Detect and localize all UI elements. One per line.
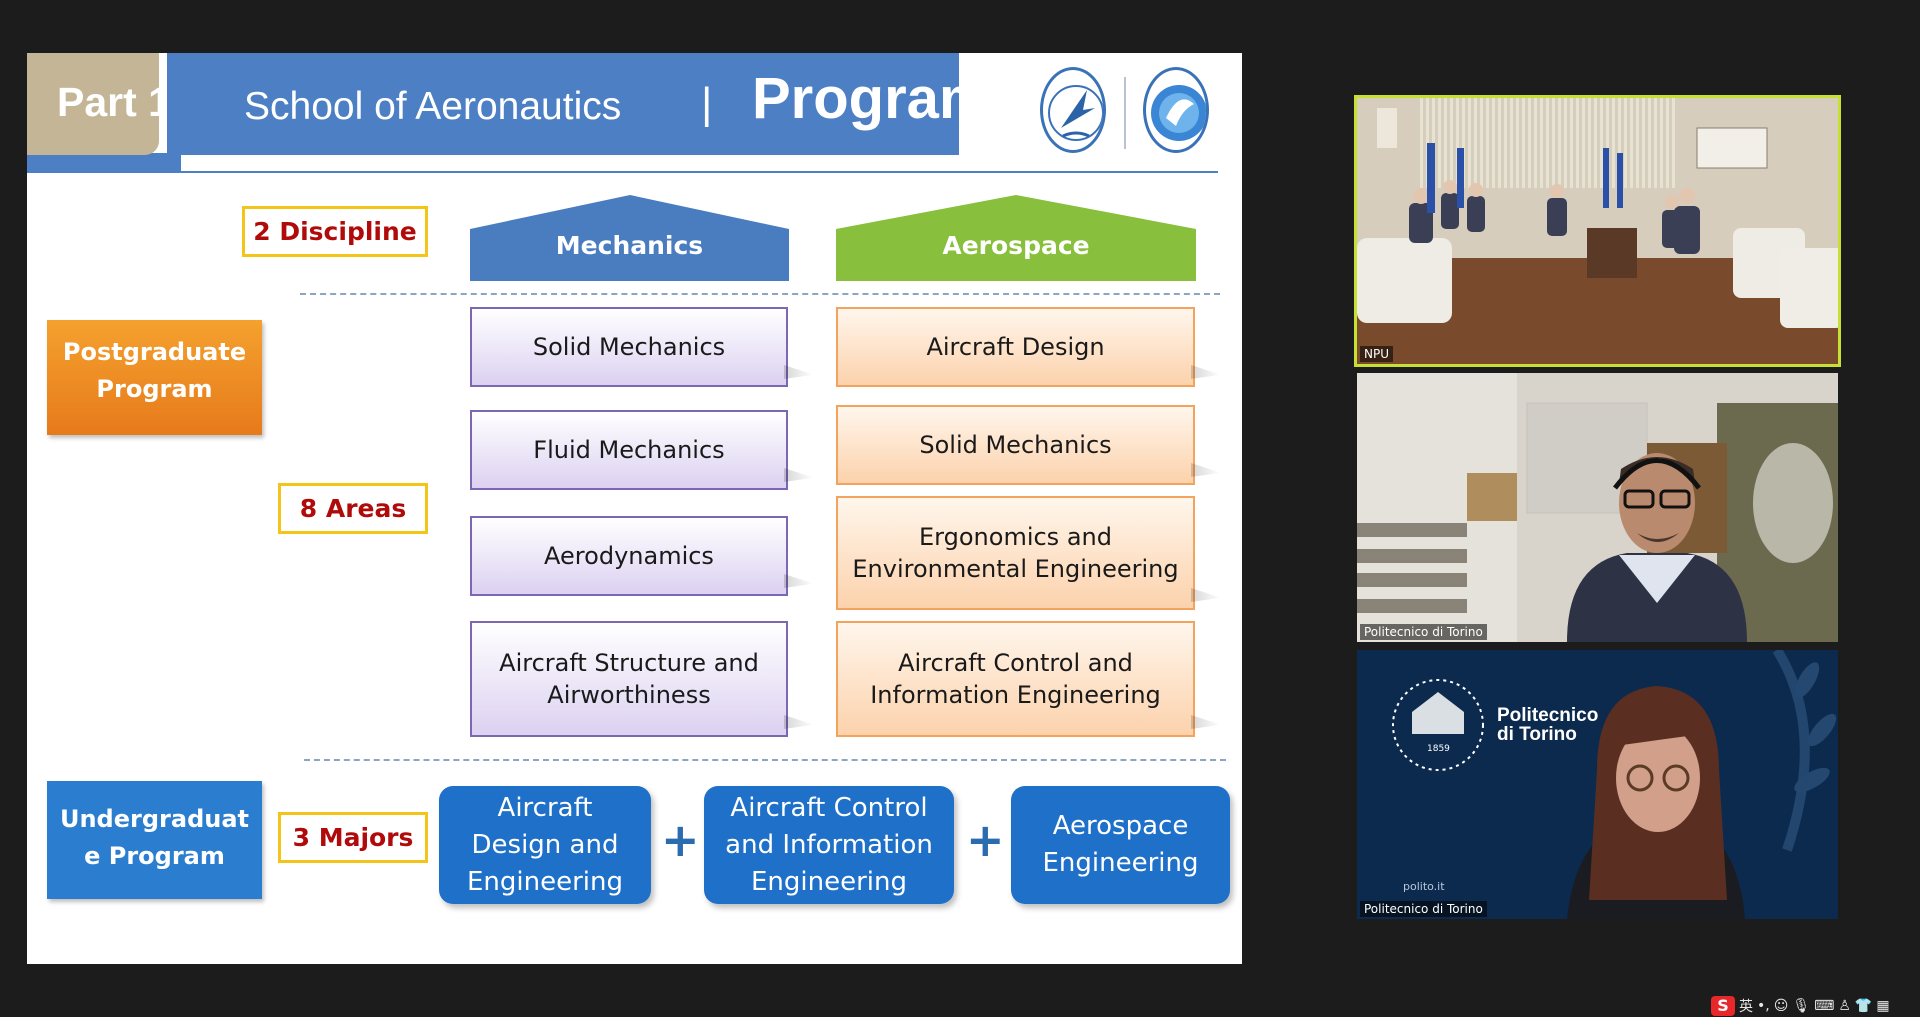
discipline-count-tag: 2 Discipline	[242, 206, 428, 257]
polito-brand-line-2: di Torino	[1497, 724, 1577, 745]
postgraduate-line-1: Postgraduate	[62, 338, 247, 366]
area-label-line-2: Airworthiness	[547, 681, 711, 709]
polito-brand-line-1: Politecnico	[1497, 705, 1599, 726]
video-tile-polito-1[interactable]: Politecnico di Torino	[1357, 373, 1838, 642]
user-icon[interactable]: ♙	[1838, 997, 1851, 1014]
area-label: Solid Mechanics	[919, 431, 1112, 459]
video-tile-npu[interactable]: NPU	[1354, 95, 1841, 367]
major-line-3: Engineering	[467, 866, 623, 897]
mechanics-discipline-label: Mechanics	[555, 231, 704, 260]
area-label: Aerodynamics	[544, 542, 714, 570]
school-aeronautics-logo	[1143, 67, 1209, 153]
aerospace-area-2: Solid Mechanics	[836, 405, 1195, 485]
grid-menu-icon[interactable]: ▦	[1876, 997, 1890, 1014]
mechanics-area-2: Fluid Mechanics	[470, 410, 788, 490]
undergraduate-program-box: Undergraduat e Program	[47, 781, 262, 899]
mechanics-roof-shape	[470, 195, 789, 281]
major-aircraft-design: Aircraft Design and Engineering	[439, 786, 651, 904]
area-label: Fluid Mechanics	[533, 436, 725, 464]
aerospace-roof-shape	[836, 195, 1196, 281]
slide-title-separator: |	[701, 79, 713, 128]
major-line-3: Engineering	[751, 866, 907, 897]
area-label: Aircraft Design	[926, 333, 1105, 361]
major-line-1: Aircraft Control	[730, 792, 928, 823]
slide-school-title: School of Aeronautics	[244, 85, 622, 128]
major-line-2: and Information	[725, 829, 933, 860]
polito-emblem-year: 1859	[1427, 744, 1450, 754]
punctuation-icon[interactable]: •,	[1757, 997, 1770, 1014]
major-line-2: Engineering	[1042, 848, 1199, 878]
majors-count-tag: 3 Majors	[278, 812, 428, 863]
areas-count-tag: 8 Areas	[278, 483, 428, 534]
postgraduate-program-box: Postgraduate Program	[47, 320, 262, 435]
major-line-2: Design and	[471, 829, 619, 860]
area-label-line-1: Ergonomics and	[919, 523, 1112, 551]
undergraduate-line-1: Undergraduat	[59, 805, 249, 833]
dashed-divider-top	[300, 293, 1220, 295]
microphone-icon[interactable]: 🎙	[1792, 997, 1811, 1014]
slide-program-title: Program	[752, 66, 959, 131]
major-line-1: Aerospace	[1052, 811, 1189, 841]
slide-header-bar	[167, 53, 959, 155]
major-aerospace-engineering: Aerospace Engineering	[1011, 786, 1230, 904]
keyboard-icon[interactable]: ⌨	[1814, 997, 1835, 1014]
major-aircraft-control: Aircraft Control and Information Enginee…	[704, 786, 954, 904]
major-line-1: Aircraft	[497, 792, 593, 823]
participant-name-polito-1: Politecnico di Torino	[1360, 624, 1487, 640]
aerospace-discipline-label: Aerospace	[942, 231, 1090, 260]
area-label-line-1: Aircraft Structure and	[499, 649, 759, 677]
polito-emblem-icon	[1392, 679, 1484, 771]
aerospace-area-3: Ergonomics and Environmental Engineering	[836, 496, 1195, 610]
ime-toolbar[interactable]: S 英 •, ☺ 🎙 ⌨ ♙ 👕 ▦	[1711, 994, 1890, 1017]
mechanics-area-4: Aircraft Structure and Airworthiness	[470, 621, 788, 737]
area-label: Solid Mechanics	[532, 333, 726, 361]
mechanics-area-3: Aerodynamics	[470, 516, 788, 596]
polito-website: polito.it	[1403, 880, 1445, 893]
slide-header-strip	[27, 153, 181, 173]
plus-icon: +	[661, 813, 700, 867]
emoji-icon[interactable]: ☺	[1773, 997, 1789, 1014]
video-tile-polito-2[interactable]: Politecnico di Torino 1859 polito.it Pol…	[1357, 650, 1838, 919]
participant-name-npu: NPU	[1360, 346, 1393, 362]
slide-header-rule	[181, 171, 1218, 173]
ime-language-toggle[interactable]: 英	[1739, 998, 1753, 1015]
area-label-line-2: Environmental Engineering	[852, 555, 1179, 583]
sogou-ime-icon[interactable]: S	[1711, 995, 1735, 1016]
aerospace-area-4: Aircraft Control and Information Enginee…	[836, 621, 1195, 737]
aerospace-area-1: Aircraft Design	[836, 307, 1195, 387]
npu-room-video	[1357, 98, 1838, 364]
undergraduate-line-2: e Program	[84, 842, 225, 870]
area-label-line-1: Aircraft Control and	[898, 649, 1133, 677]
dashed-divider-bottom	[304, 759, 1226, 761]
polito-speaker-1-video	[1357, 373, 1838, 642]
shared-slide: Part 1 School of Aeronautics | Program 2…	[27, 53, 1242, 964]
mechanics-area-1: Solid Mechanics	[470, 307, 788, 387]
polito-speaker-2-video	[1357, 650, 1838, 919]
area-label-line-2: Information Engineering	[870, 681, 1161, 709]
logo-divider	[1124, 77, 1126, 149]
postgraduate-line-2: Program	[96, 375, 213, 403]
plus-icon: +	[966, 813, 1005, 867]
npu-seal-logo	[1040, 67, 1106, 153]
slide-part-label: Part 1	[27, 53, 159, 155]
skin-icon[interactable]: 👕	[1854, 997, 1873, 1014]
participant-name-polito-2: Politecnico di Torino	[1360, 901, 1487, 917]
